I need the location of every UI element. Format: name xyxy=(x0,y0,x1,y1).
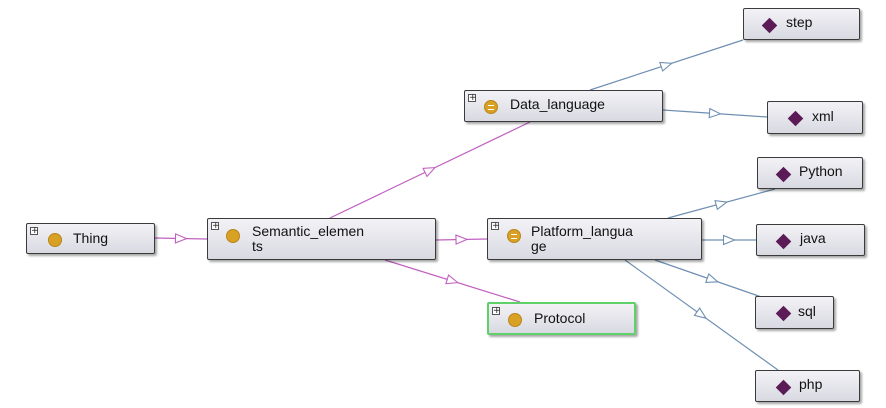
expand-icon[interactable]: + xyxy=(211,221,220,231)
edge-platform-java xyxy=(702,234,756,246)
node-protocol[interactable]: + Protocol xyxy=(487,302,636,335)
arrowhead-icon xyxy=(422,166,437,178)
node-label: Data_language xyxy=(510,96,605,112)
node-sql[interactable]: sql xyxy=(755,296,834,329)
individual-icon xyxy=(775,379,792,396)
edge-platform-python xyxy=(667,188,776,219)
node-step[interactable]: step xyxy=(743,8,860,40)
node-java[interactable]: java xyxy=(756,224,865,256)
node-data-language[interactable]: + Data_language xyxy=(464,90,663,122)
individual-icon xyxy=(775,305,792,322)
edge-semantic-data xyxy=(329,121,531,219)
class-icon xyxy=(508,313,522,327)
node-label: xml xyxy=(812,108,834,124)
expand-icon[interactable]: + xyxy=(468,93,477,103)
expand-icon[interactable]: + xyxy=(492,306,501,316)
node-thing[interactable]: + Thing xyxy=(26,223,155,254)
individual-icon xyxy=(775,233,792,250)
arrowhead-icon xyxy=(455,234,469,245)
node-label: Semantic_elemen ts xyxy=(252,223,365,254)
expand-icon[interactable]: + xyxy=(30,226,39,236)
edge-platform-php xyxy=(624,259,779,371)
node-label: Platform_langua ge xyxy=(531,223,633,254)
node-platform-language[interactable]: + Platform_langua ge xyxy=(487,218,702,260)
edge-platform-sql xyxy=(654,259,771,301)
edge-thing-semantic xyxy=(154,233,208,244)
node-semantic-elements[interactable]: + Semantic_elemen ts xyxy=(207,218,436,260)
arrowhead-icon xyxy=(705,272,720,284)
individual-icon xyxy=(787,110,804,127)
node-label: sql xyxy=(798,303,816,319)
node-label: Python xyxy=(799,163,843,179)
node-php[interactable]: php xyxy=(755,370,860,402)
arrowhead-icon xyxy=(174,233,188,244)
node-xml[interactable]: xml xyxy=(767,101,863,134)
arrowhead-icon xyxy=(714,199,729,211)
edge-semantic-platform xyxy=(435,234,488,245)
equivalent-class-icon xyxy=(484,100,498,114)
arrowhead-icon xyxy=(708,107,722,119)
node-label: Thing xyxy=(73,230,109,246)
arrowhead-icon xyxy=(693,307,708,320)
node-label: Protocol xyxy=(534,310,586,326)
class-icon xyxy=(48,233,62,247)
edge-data-step xyxy=(589,39,744,91)
arrowhead-icon xyxy=(659,61,674,72)
class-icon xyxy=(226,229,240,243)
node-label: java xyxy=(800,230,826,246)
arrowhead-icon xyxy=(722,234,736,246)
arrowhead-icon xyxy=(445,274,460,285)
node-label: step xyxy=(786,14,813,30)
node-python[interactable]: Python xyxy=(757,157,863,189)
edge-semantic-protocol xyxy=(384,259,521,303)
equivalent-class-icon xyxy=(507,229,521,243)
edge-data-xml xyxy=(662,107,768,119)
individual-icon xyxy=(775,166,792,183)
individual-icon xyxy=(761,17,778,34)
expand-icon[interactable]: + xyxy=(491,221,500,231)
node-label: php xyxy=(799,376,823,392)
